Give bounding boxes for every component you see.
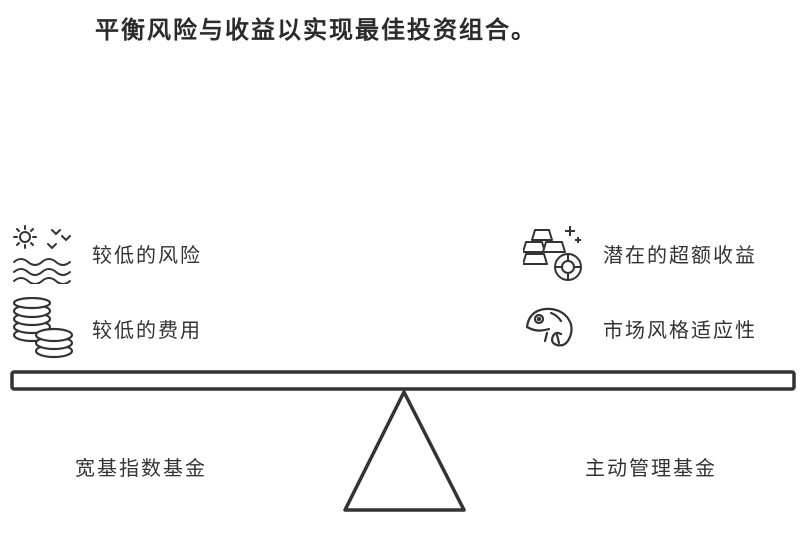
left-fund-label: 宽基指数基金: [75, 456, 207, 480]
left-item-risk: 较低的风险: [12, 222, 202, 284]
coin-stack-icon: [12, 297, 74, 359]
fulcrum-triangle: [343, 390, 466, 512]
right-item-style-adapt-label: 市场风格适应性: [603, 317, 757, 342]
left-item-risk-label: 较低的风险: [92, 242, 202, 267]
chameleon-icon: [525, 307, 573, 347]
right-item-style-adapt: 市场风格适应性: [523, 297, 757, 359]
gold-bars-icon: [523, 226, 582, 281]
balance-beam: [10, 370, 796, 391]
right-fund-label: 主动管理基金: [585, 456, 717, 480]
diagram-title: 平衡风险与收益以实现最佳投资组合。: [95, 15, 537, 44]
left-item-fees-label: 较低的费用: [92, 317, 202, 342]
right-item-excess-return-label: 潜在的超额收益: [603, 242, 757, 267]
left-item-fees: 较低的费用: [12, 297, 202, 359]
right-item-excess-return: 潜在的超额收益: [523, 222, 757, 284]
sun-waves-icon: [13, 225, 71, 284]
